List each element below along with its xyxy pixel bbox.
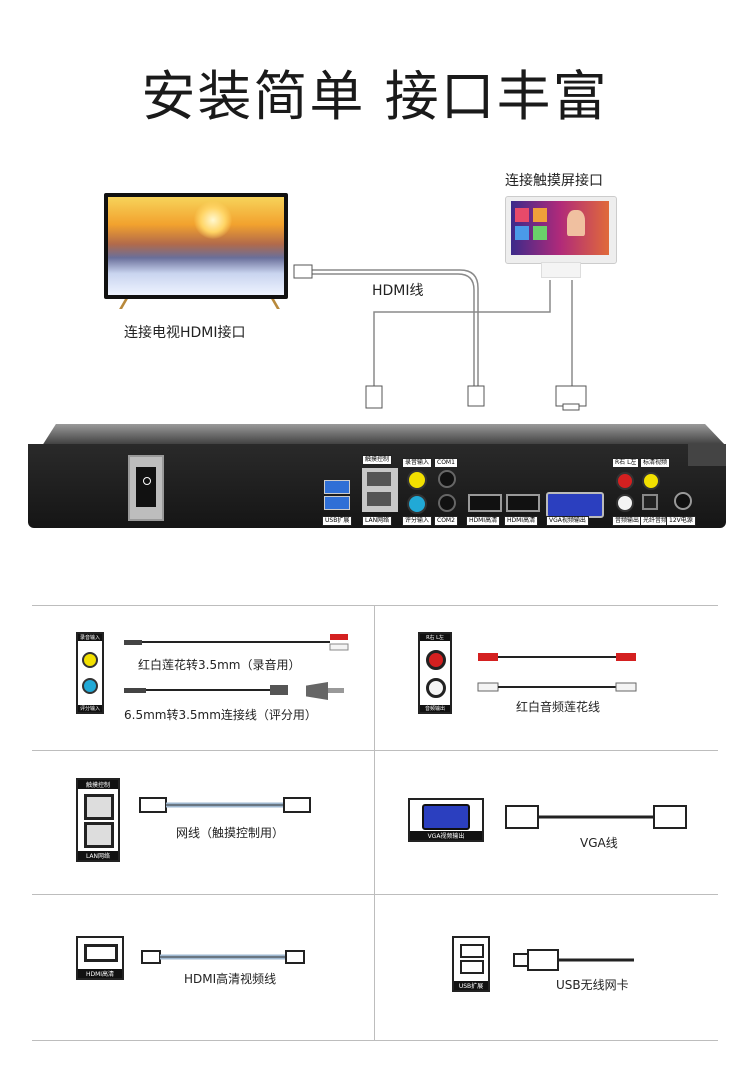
cable-caption: 6.5mm转3.5mm连接线（评分用） [124, 708, 317, 722]
score-in-label: 评分输入 [402, 516, 433, 526]
usb-wifi-dongle [513, 949, 634, 971]
port-label: 音频输出 [420, 705, 450, 712]
port-label: VGA视频输出 [410, 831, 482, 840]
cable-caption: HDMI高清视频线 [184, 972, 277, 986]
lan-ports [362, 468, 398, 512]
port-label: LAN网络 [78, 851, 118, 860]
power-jack [674, 492, 692, 510]
vga-cable [505, 805, 687, 829]
jack-adapter-icon [306, 678, 346, 704]
av-jacks [614, 470, 666, 512]
cable-caption: USB无线网卡 [556, 978, 629, 992]
com1-label: COM1 [434, 458, 458, 468]
usb-port-label: USB扩展 [322, 516, 353, 526]
cable-diagram [293, 264, 587, 411]
usb-ports [324, 480, 350, 512]
tv-label: 连接电视HDMI接口 [124, 325, 246, 341]
vga-port-label: VGA视频输出 [546, 516, 589, 526]
hdmi-port-2 [506, 494, 540, 512]
lan-ports-panel: 触摸控制 LAN网络 [76, 778, 120, 862]
port-label: 录音输入 [78, 634, 102, 641]
lan-port-label: LAN网络 [362, 516, 393, 526]
rca-to-35-cable [124, 634, 349, 695]
cable-caption: VGA线 [580, 836, 618, 850]
cable-caption: 网线（触摸控制用） [176, 826, 285, 840]
rca-audio-cable [477, 653, 637, 692]
com-jacks [436, 470, 456, 512]
touch-screen-label: 连接触摸屏接口 [505, 173, 603, 189]
port-label: R右 L左 [420, 634, 450, 641]
tv-image [104, 193, 288, 311]
hdmi-cable-label: HDMI线 [372, 283, 424, 299]
hdmi1-label: HDMI高清 [466, 516, 501, 526]
record-in-jack [407, 470, 427, 490]
port-label: 触摸控制 [78, 780, 118, 789]
touch-ctrl-port-label: 触摸控制 [362, 455, 393, 465]
hdmi2-label: HDMI高清 [504, 516, 539, 526]
audio-out-panel: R右 L左 音频输出 [418, 632, 452, 714]
grid-divider [32, 605, 718, 606]
vga-port-panel: VGA视频输出 [408, 798, 484, 842]
network-cable [139, 797, 311, 813]
cable-caption: 红白莲花转3.5mm（录音用） [138, 658, 301, 672]
usb-port-panel: USB扩展 [452, 936, 490, 992]
power-label: 12V电源 [666, 516, 696, 526]
vga-port [546, 492, 604, 518]
power-switch[interactable] [128, 455, 164, 521]
touch-screen-image [505, 196, 617, 280]
hdmi-port-panel: HDMI高清 [76, 936, 124, 980]
page-title: 安装简单 接口丰富 [141, 65, 609, 128]
rl-label: R右 L左 [612, 458, 640, 468]
audio-out-label: 音频输出 [612, 516, 643, 526]
record-in-label: 录音输入 [402, 458, 433, 468]
grid-divider [374, 605, 375, 1040]
com2-label: COM2 [434, 516, 458, 526]
video-out-label: 标清视频 [640, 458, 671, 468]
grid-divider [32, 894, 718, 895]
port-label: HDMI高清 [78, 969, 122, 978]
hdmi-port-1 [468, 494, 502, 512]
hdmi-cable [141, 950, 305, 964]
port-label: USB扩展 [454, 981, 488, 990]
grid-divider [32, 750, 718, 751]
port-label: 评分输入 [78, 705, 102, 712]
mic-ports-panel: 录音输入 评分输入 [76, 632, 104, 714]
score-in-jack [407, 494, 427, 514]
grid-divider [32, 1040, 718, 1041]
cable-caption: 红白音频莲花线 [516, 700, 601, 714]
